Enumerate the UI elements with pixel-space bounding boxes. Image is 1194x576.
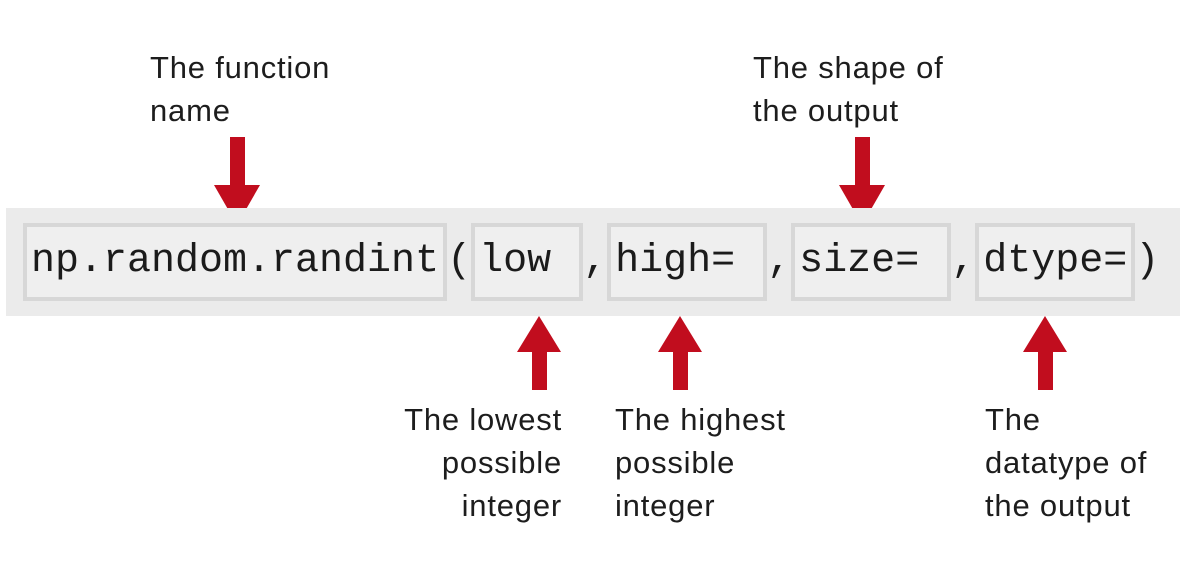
code-token-open-paren: (: [447, 239, 472, 284]
code-band: np.random.randint ( low , high= , size= …: [6, 208, 1180, 316]
arrow-shaft: [1037, 352, 1053, 390]
annotation-shape-of-output: The shape of the output: [753, 50, 944, 128]
arrow-shaft: [854, 137, 870, 185]
annotation-highest-integer: The highest possible integer: [615, 402, 786, 523]
arrow-up-icon: [517, 316, 561, 390]
code-token-comma: ,: [767, 239, 792, 284]
code-token-high: high=: [607, 223, 768, 301]
code-token-low: low: [471, 223, 584, 301]
annotation-datatype: The datatype of the output: [985, 402, 1148, 523]
code-token-comma: ,: [951, 239, 976, 284]
code-token-comma: ,: [583, 239, 608, 284]
arrow-shaft: [229, 137, 245, 185]
code-token-size: size=: [791, 223, 952, 301]
arrow-up-icon: [1023, 316, 1067, 390]
arrow-shaft: [531, 352, 547, 390]
code-token-function-name: np.random.randint: [23, 223, 448, 301]
arrow-head: [517, 316, 561, 352]
annotation-function-name: The function name: [150, 50, 331, 128]
arrow-up-icon: [658, 316, 702, 390]
annotation-lowest-integer: The lowest possible integer: [404, 402, 562, 523]
arrow-head: [658, 316, 702, 352]
code-token-dtype: dtype=: [975, 223, 1136, 301]
code-token-close-paren: ): [1135, 239, 1160, 284]
arrow-head: [1023, 316, 1067, 352]
arrow-shaft: [672, 352, 688, 390]
